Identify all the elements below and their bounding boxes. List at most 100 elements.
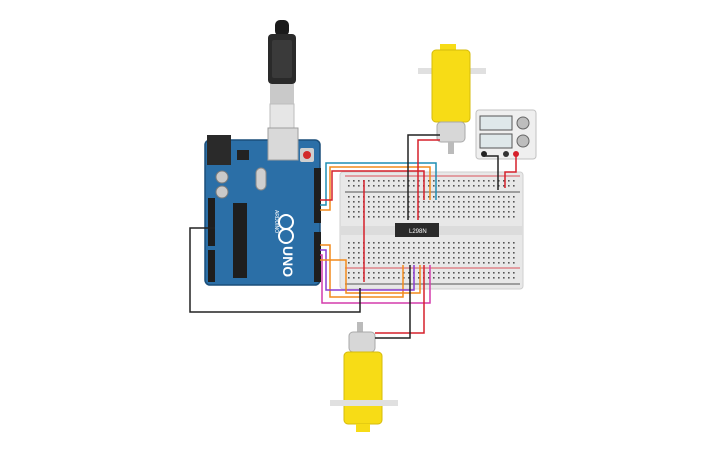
- breadboard-hole: [438, 272, 440, 274]
- breadboard-hole: [383, 272, 385, 274]
- breadboard-hole: [458, 247, 460, 249]
- breadboard-hole: [373, 257, 375, 259]
- breadboard-hole: [403, 252, 405, 254]
- breadboard-hole: [508, 216, 510, 218]
- breadboard-hole: [488, 180, 490, 182]
- wire-orange-upper: [320, 166, 431, 211]
- breadboard-hole: [503, 247, 505, 249]
- arduino-board[interactable]: UNO ARDUINO: [204, 127, 321, 286]
- breadboard-hole: [488, 252, 490, 254]
- breadboard-hole: [468, 247, 470, 249]
- breadboard-hole: [428, 257, 430, 259]
- breadboard-hole: [513, 211, 515, 213]
- breadboard-hole: [513, 206, 515, 208]
- breadboard-hole: [473, 180, 475, 182]
- breadboard-hole: [513, 252, 515, 254]
- breadboard-hole: [468, 201, 470, 203]
- breadboard-hole: [433, 262, 435, 264]
- breadboard-hole: [408, 185, 410, 187]
- breadboard-hole: [503, 272, 505, 274]
- motor-top[interactable]: [418, 44, 486, 154]
- breadboard-hole: [478, 247, 480, 249]
- wire-motor-top-red: [417, 139, 440, 220]
- breadboard-hole: [473, 247, 475, 249]
- breadboard-hole: [423, 201, 425, 203]
- breadboard-hole: [478, 180, 480, 182]
- breadboard-hole: [493, 247, 495, 249]
- breadboard-hole: [513, 272, 515, 274]
- breadboard-hole: [498, 252, 500, 254]
- breadboard-hole: [473, 272, 475, 274]
- breadboard-hole: [388, 277, 390, 279]
- breadboard-hole: [388, 211, 390, 213]
- breadboard-hole: [458, 262, 460, 264]
- breadboard-hole: [353, 242, 355, 244]
- breadboard-hole: [483, 206, 485, 208]
- breadboard-hole: [368, 272, 370, 274]
- breadboard-hole: [428, 201, 430, 203]
- breadboard-hole: [483, 185, 485, 187]
- breadboard-hole: [498, 180, 500, 182]
- breadboard-hole: [423, 257, 425, 259]
- breadboard-hole: [358, 272, 360, 274]
- breadboard-hole: [353, 272, 355, 274]
- breadboard-hole: [483, 242, 485, 244]
- breadboard-hole: [478, 272, 480, 274]
- breadboard-hole: [418, 252, 420, 254]
- breadboard-hole: [493, 252, 495, 254]
- breadboard-hole: [448, 242, 450, 244]
- breadboard-hole: [453, 201, 455, 203]
- breadboard-hole: [413, 211, 415, 213]
- driver-ic[interactable]: L298N: [395, 223, 439, 237]
- breadboard-hole: [488, 242, 490, 244]
- breadboard-hole: [348, 252, 350, 254]
- breadboard-hole: [388, 262, 390, 264]
- breadboard-hole: [458, 211, 460, 213]
- breadboard-hole: [393, 211, 395, 213]
- breadboard-hole: [498, 272, 500, 274]
- breadboard-hole: [388, 180, 390, 182]
- power-supply[interactable]: [475, 109, 537, 160]
- breadboard-hole: [493, 180, 495, 182]
- breadboard-hole: [428, 180, 430, 182]
- breadboard-hole: [498, 185, 500, 187]
- motor-bottom[interactable]: [330, 322, 398, 432]
- breadboard-hole: [373, 206, 375, 208]
- breadboard-hole: [493, 216, 495, 218]
- breadboard-hole: [478, 196, 480, 198]
- breadboard-hole: [348, 242, 350, 244]
- breadboard-hole: [353, 196, 355, 198]
- breadboard-hole: [393, 247, 395, 249]
- breadboard-hole: [403, 216, 405, 218]
- breadboard-hole: [358, 216, 360, 218]
- breadboard-hole: [378, 196, 380, 198]
- breadboard-hole: [418, 201, 420, 203]
- breadboard-hole: [368, 277, 370, 279]
- breadboard-hole: [478, 277, 480, 279]
- breadboard-hole: [508, 247, 510, 249]
- breadboard-hole: [428, 247, 430, 249]
- breadboard-hole: [483, 277, 485, 279]
- breadboard-hole: [478, 185, 480, 187]
- breadboard-hole: [488, 272, 490, 274]
- breadboard-hole: [503, 257, 505, 259]
- breadboard-hole: [488, 262, 490, 264]
- breadboard-hole: [358, 252, 360, 254]
- breadboard-hole: [438, 206, 440, 208]
- breadboard-hole: [348, 196, 350, 198]
- breadboard-hole: [413, 201, 415, 203]
- breadboard-hole: [368, 211, 370, 213]
- usb-cable[interactable]: [268, 20, 296, 129]
- breadboard-hole: [488, 247, 490, 249]
- breadboard-hole: [408, 216, 410, 218]
- breadboard-hole: [468, 216, 470, 218]
- breadboard-hole: [458, 201, 460, 203]
- wires[interactable]: [189, 134, 517, 339]
- breadboard-hole: [408, 257, 410, 259]
- breadboard-hole: [408, 262, 410, 264]
- breadboard-hole: [348, 216, 350, 218]
- breadboard-hole: [483, 196, 485, 198]
- breadboard-hole: [373, 201, 375, 203]
- breadboard-hole: [383, 257, 385, 259]
- breadboard-hole: [378, 277, 380, 279]
